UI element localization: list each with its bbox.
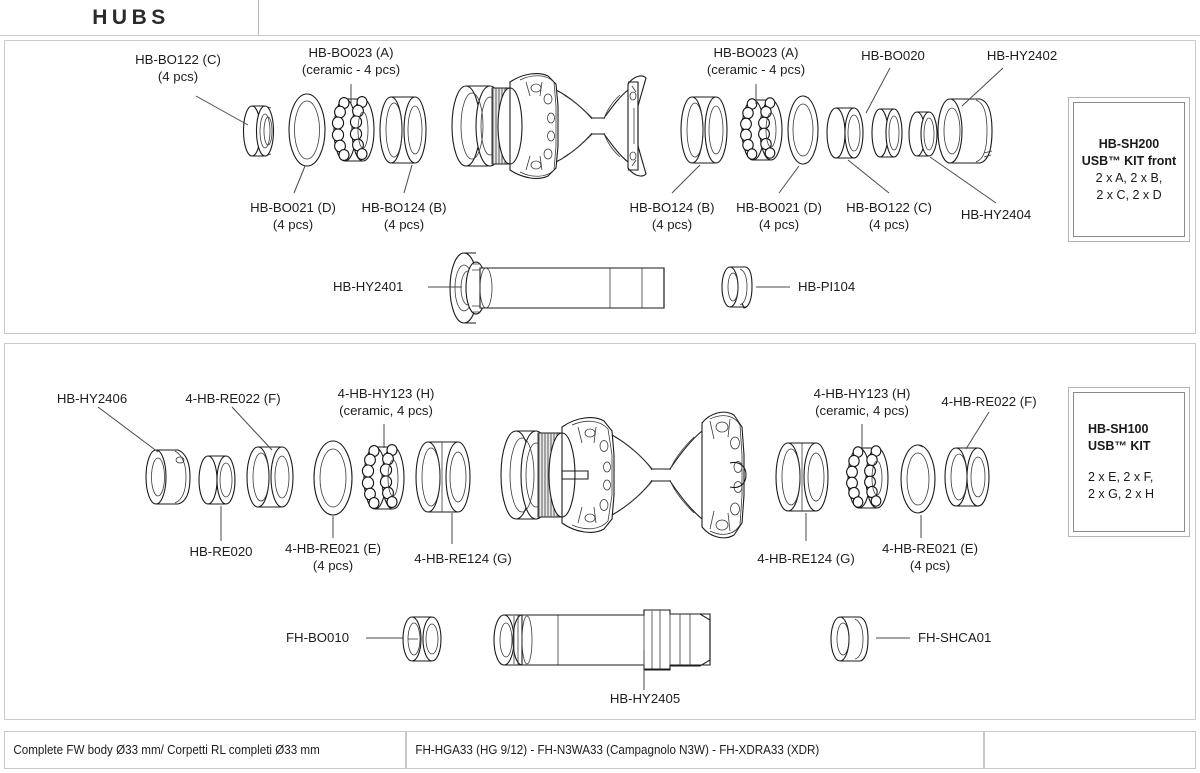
footer-cell-empty — [984, 731, 1196, 769]
drawing-front-lockring-pi104 — [721, 266, 753, 309]
tab-bar: HUBS — [0, 0, 1200, 36]
label-rear-re022-f-left: 4-HB-RE022 (F) — [185, 391, 281, 406]
drawing-front-left-bearing-bo023 — [331, 96, 375, 162]
footer-table: Complete FW body Ø33 mm/ Corpetti RL com… — [4, 731, 1196, 769]
drawing-rear-left-cup-re124 — [415, 441, 471, 513]
drawing-front-ring-hy2404 — [908, 111, 938, 157]
tab-hubs-label: HUBS — [92, 5, 170, 29]
label-front-bo124-b-left: HB-BO124 (B) (4 pcs) — [361, 200, 447, 232]
label-front-hy2404: HB-HY2404 — [960, 207, 1032, 222]
footer-cell-description: Complete FW body Ø33 mm/ Corpetti RL com… — [4, 731, 406, 769]
label-front-pi104: HB-PI104 — [798, 279, 856, 294]
drawing-front-axle-hy2401 — [449, 252, 665, 324]
kit-front-qty-2: 2 x C, 2 x D — [1096, 187, 1162, 202]
kit-rear-qty-1: 2 x E, 2 x F, — [1088, 470, 1154, 484]
label-rear-re124-g-left: 4-HB-RE124 (G) — [414, 551, 512, 566]
drawing-rear-left-ring-re022 — [246, 446, 294, 508]
label-rear-hy2406: HB-HY2406 — [56, 391, 128, 406]
drawing-front-left-ring-bo021 — [288, 93, 326, 167]
label-rear-re020: HB-RE020 — [189, 544, 253, 559]
drawing-front-left-ring-bo122 — [242, 105, 275, 157]
drawing-rear-lockring-shca01 — [830, 616, 869, 662]
label-front-bo023-a-left: HB-BO023 (A) (ceramic - 4 pcs) — [301, 45, 401, 77]
footer-codes-text: FH-HGA33 (HG 9/12) - FH-N3WA33 (Campagno… — [415, 743, 820, 757]
label-rear-re021-e-right: 4-HB-RE021 (E) (4 pcs) — [881, 541, 979, 573]
tab-bar-divider — [0, 35, 1200, 36]
drawing-rear-right-ring-re021 — [900, 444, 936, 514]
footer-description-text: Complete FW body Ø33 mm/ Corpetti RL com… — [13, 743, 320, 757]
label-rear-hy2405: HB-HY2405 — [609, 691, 681, 706]
drawing-rear-left-ring-re021 — [313, 440, 353, 516]
drawing-front-hub-body — [451, 73, 647, 179]
kit-front-title-1: HB-SH200 — [1098, 136, 1160, 151]
drawing-front-right-ring-bo021 — [787, 95, 819, 165]
label-front-bo122-c-right: HB-BO122 (C) (4 pcs) — [846, 200, 932, 232]
drawing-front-left-cup-bo124 — [379, 96, 427, 164]
drawing-front-right-ring-bo122 — [826, 107, 864, 159]
drawing-rear-ring-re020 — [198, 455, 236, 505]
kit-rear-title-2: USB™ KIT — [1088, 439, 1151, 453]
label-front-bo021-d-left: HB-BO021 (D) (4 pcs) — [250, 200, 336, 232]
kit-rear-qty-2: 2 x G, 2 x H — [1088, 487, 1154, 501]
kit-rear-title-1: HB-SH100 — [1088, 422, 1149, 436]
label-front-bo122-c-left: HB-BO122 (C) (4 pcs) — [135, 52, 221, 84]
kit-box-rear-inner: HB-SH100 USB™ KIT 2 x E, 2 x F, 2 x G, 2… — [1073, 392, 1185, 532]
label-rear-shca01: FH-SHCA01 — [918, 630, 992, 645]
kit-box-front-inner: HB-SH200 USB™ KIT front 2 x A, 2 x B, 2 … — [1073, 102, 1185, 237]
drawing-rear-right-ring-re022 — [944, 447, 990, 507]
drawing-front-ring-bo020 — [871, 108, 903, 158]
label-rear-re124-g-right: 4-HB-RE124 (G) — [757, 551, 855, 566]
kit-rear-qty-group: 2 x E, 2 x F, 2 x G, 2 x H — [1088, 469, 1154, 503]
label-rear-hy123-h-left: 4-HB-HY123 (H) (ceramic, 4 pcs) — [337, 386, 435, 418]
drawing-rear-ring-bo010 — [402, 616, 442, 662]
label-rear-hy123-h-right: 4-HB-HY123 (H) (ceramic, 4 pcs) — [813, 386, 911, 418]
label-rear-re022-f-right: 4-HB-RE022 (F) — [941, 394, 1037, 409]
drawing-rear-right-cup-re124 — [775, 442, 829, 512]
kit-box-rear: HB-SH100 USB™ KIT 2 x E, 2 x F, 2 x G, 2… — [1068, 387, 1190, 537]
label-front-bo021-d-right: HB-BO021 (D) (4 pcs) — [736, 200, 822, 232]
kit-front-title-2: USB™ KIT front — [1081, 153, 1177, 168]
tab-hubs[interactable]: HUBS — [0, 0, 259, 36]
footer-cell-codes: FH-HGA33 (HG 9/12) - FH-N3WA33 (Campagno… — [406, 731, 984, 769]
label-front-bo023-a-right: HB-BO023 (A) (ceramic - 4 pcs) — [706, 45, 806, 77]
drawing-rear-left-bearing-hy123 — [361, 444, 405, 510]
drawing-freehub-body-hy2405 — [493, 609, 711, 671]
drawing-front-endcap-hy2402 — [937, 98, 993, 164]
drawing-rear-hub-body — [500, 411, 747, 539]
label-front-bo020: HB-BO020 — [861, 48, 925, 63]
kit-box-front: HB-SH200 USB™ KIT front 2 x A, 2 x B, 2 … — [1068, 97, 1190, 242]
label-rear-re021-e-left: 4-HB-RE021 (E) (4 pcs) — [284, 541, 382, 573]
drawing-front-right-cup-bo124 — [680, 96, 728, 164]
drawing-rear-right-bearing-hy123 — [846, 445, 889, 509]
label-rear-bo010: FH-BO010 — [286, 630, 350, 645]
label-front-axle-hy2401: HB-HY2401 — [333, 279, 404, 294]
drawing-rear-endcap-hy2406 — [145, 449, 191, 505]
kit-front-qty-1: 2 x A, 2 x B, — [1095, 170, 1163, 185]
label-front-bo124-b-right: HB-BO124 (B) (4 pcs) — [629, 200, 715, 232]
drawing-front-right-bearing-bo023 — [740, 97, 783, 161]
label-front-hy2402: HB-HY2402 — [986, 48, 1058, 63]
